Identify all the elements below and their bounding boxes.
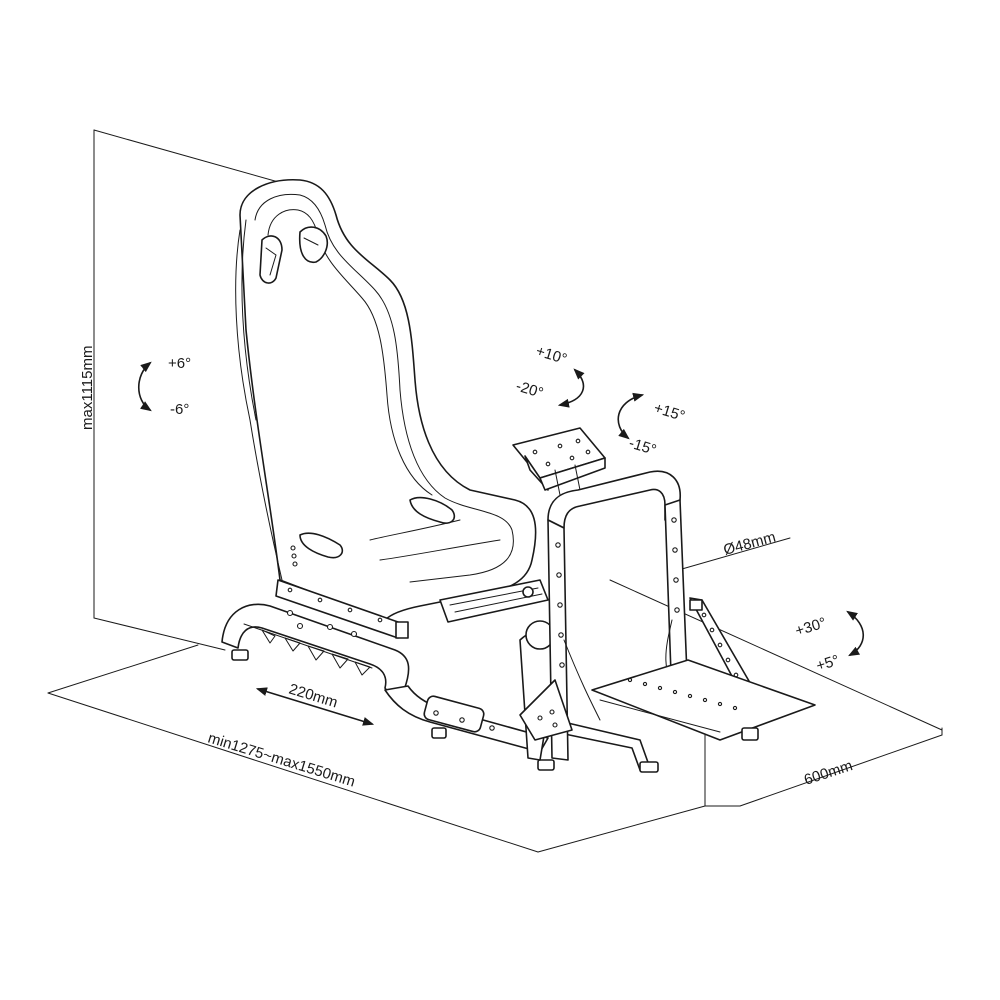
right-upright-holes — [671, 517, 680, 613]
seat-tilt-minus-label: -6° — [170, 401, 189, 418]
wheel-rot-plus-label: +15° — [652, 400, 687, 425]
pedal-holes-row — [627, 677, 738, 711]
wheel-tilt-minus-label: -20° — [514, 378, 545, 402]
pedal-plate — [591, 597, 816, 741]
height-label: max1115mm — [79, 346, 96, 430]
wheel-tilt-plus-label: +10° — [534, 343, 569, 368]
length-label: min1275~max1550mm — [206, 730, 357, 791]
pedal-minus-label: +5° — [814, 652, 841, 675]
dimension-lines — [47, 129, 943, 853]
side-markings — [290, 545, 298, 567]
wheel-stand — [512, 427, 689, 761]
pedal-arm-holes — [701, 612, 739, 678]
slider-mechanism — [439, 579, 549, 623]
seat-tilt-plus-label: +6° — [168, 355, 191, 372]
base-frame — [221, 603, 659, 773]
width-label: 600mm — [802, 757, 855, 789]
left-upright-holes — [555, 542, 565, 668]
rail-slots — [261, 629, 371, 676]
slide-label: 220mm — [287, 681, 340, 712]
tube-label: Ø48mm — [722, 529, 778, 559]
rotation-arrows — [137, 361, 864, 657]
bucket-seat — [235, 179, 537, 639]
wheel-rot-minus-label: -15° — [627, 435, 658, 459]
pedal-plus-label: +30° — [793, 614, 828, 639]
